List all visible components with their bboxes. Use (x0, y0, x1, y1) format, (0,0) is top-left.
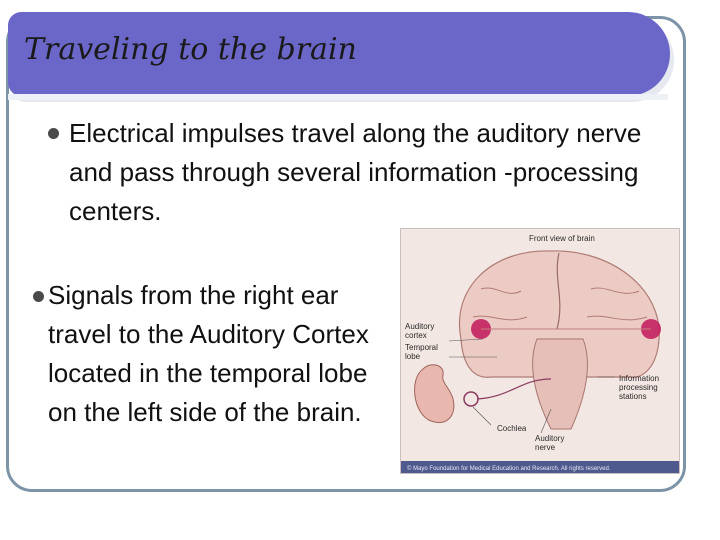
brain-midline (556, 252, 561, 330)
ear-illustration (414, 364, 455, 423)
brain-folds (472, 287, 648, 321)
figure-credit-bar (401, 461, 679, 473)
bullet-text: Electrical impulses travel along the aud… (69, 118, 642, 226)
label-auditory-cortex-line1: Auditory (405, 322, 434, 331)
label-information-line3: stations (619, 392, 647, 401)
auditory-nerve-shape (476, 378, 552, 400)
label-auditory-nerve-line1: Auditory (535, 434, 564, 443)
title-band (8, 12, 670, 96)
label-auditory-cortex-line2: cortex (405, 331, 427, 340)
bullet-item: Electrical impulses travel along the aud… (48, 114, 679, 231)
cochlea-shape (463, 391, 479, 407)
bullet-text: Signals from the right ear travel to the… (48, 280, 369, 427)
label-temporal-lobe-line1: Temporal (405, 343, 438, 352)
figure-heading: Front view of brain (529, 234, 595, 243)
bullet-dot-icon (48, 128, 59, 139)
slide-title: Traveling to the brain (24, 32, 357, 67)
label-cochlea: Cochlea (497, 424, 527, 433)
title-underline (8, 94, 668, 100)
brain-stem (532, 338, 588, 430)
label-auditory-nerve-line2: nerve (535, 443, 556, 452)
label-information-line2: processing (619, 383, 658, 392)
brain-illustration: Front view of brain Auditory co (405, 234, 661, 452)
bullet-item: Signals from the right ear travel to the… (33, 276, 393, 432)
figure-credit: © Mayo Foundation for Medical Education … (407, 466, 611, 472)
label-information-line1: Information (619, 374, 659, 383)
brain-diagram-figure: Front view of brain Auditory co (400, 228, 680, 474)
label-temporal-lobe-line2: lobe (405, 352, 421, 361)
bullet-dot-icon (33, 291, 44, 302)
